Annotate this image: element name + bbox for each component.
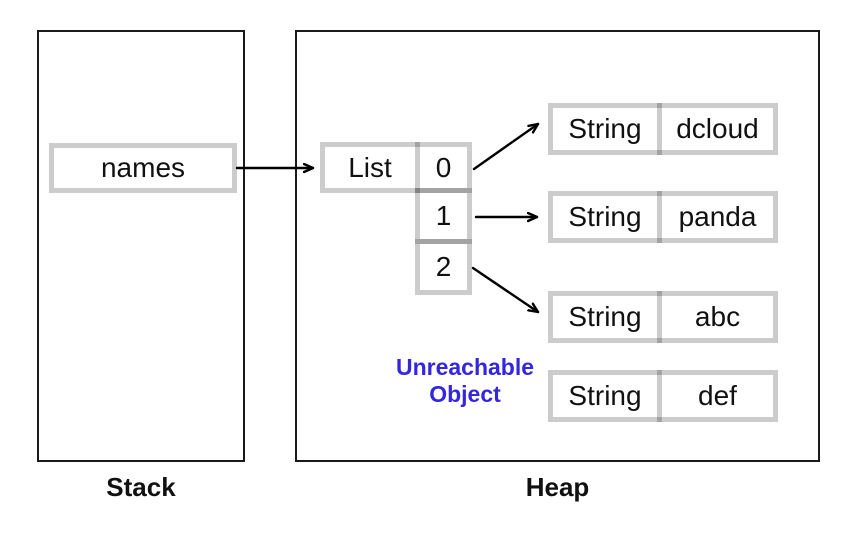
stack-caption: Stack (106, 472, 176, 502)
list-index-0-label: 0 (435, 151, 452, 183)
string-box-divider (657, 370, 662, 422)
list-type-label: List (348, 151, 392, 183)
string-value-label: abc (694, 301, 741, 332)
list-index-2-label: 2 (435, 251, 452, 282)
string-type-label: String (568, 201, 642, 232)
stack-variable-name-label: names (100, 152, 186, 183)
string-box-divider (657, 191, 662, 243)
list-object-box: List 0 (320, 142, 472, 193)
list-index-1-cell: 1 (415, 188, 472, 244)
string-object-dcloud-box: String dcloud (548, 103, 778, 155)
string-box-divider (657, 291, 662, 343)
unreachable-object-annotation: Unreachable Object (386, 354, 544, 408)
string-type-label: String (568, 380, 642, 411)
heap-caption: Heap (525, 472, 590, 502)
string-object-abc-box: String abc (548, 291, 778, 343)
list-box-divider (415, 142, 420, 193)
list-index-1-label: 1 (435, 200, 452, 231)
annotation-line-2: Object (429, 381, 501, 407)
string-object-panda-box: String panda (548, 191, 778, 243)
list-index-2-cell: 2 (415, 239, 472, 295)
string-value-label: panda (678, 201, 757, 232)
string-object-def-box: String def (548, 370, 778, 422)
string-value-label: dcloud (676, 113, 759, 144)
string-type-label: String (568, 113, 642, 144)
heap-region-box (295, 30, 820, 462)
string-type-label: String (568, 301, 642, 332)
stack-region-box (37, 30, 245, 462)
annotation-line-1: Unreachable (395, 354, 535, 380)
stack-variable-names-box: names (49, 143, 237, 193)
string-value-label: def (698, 380, 737, 411)
string-box-divider (657, 103, 662, 155)
